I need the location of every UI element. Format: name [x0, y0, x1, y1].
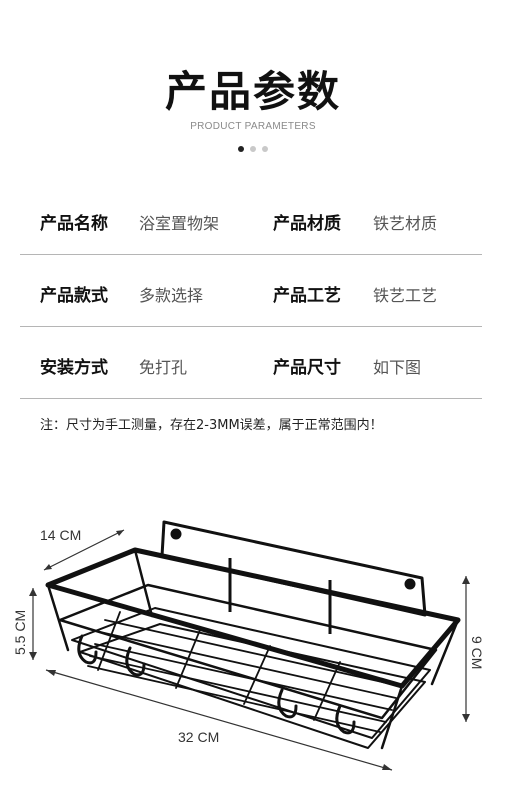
row-divider — [20, 254, 482, 255]
dot — [262, 146, 268, 152]
param-value: 铁艺材质 — [373, 214, 438, 233]
param-label: 产品尺寸 — [273, 358, 341, 378]
dot — [250, 146, 256, 152]
param-label: 产品工艺 — [273, 286, 341, 306]
page-subtitle: PRODUCT PARAMETERS — [190, 121, 316, 132]
param-value: 多款选择 — [139, 286, 204, 305]
dimension-back-height-label: 9 CM — [469, 636, 485, 669]
pagination-dots — [0, 146, 506, 152]
param-label: 产品名称 — [40, 214, 108, 234]
param-label: 产品材质 — [273, 214, 341, 234]
param-row: 产品款式 多款选择 产品工艺 铁艺工艺 — [20, 255, 482, 327]
dimension-front-height-label: 5.5 CM — [12, 610, 28, 655]
param-label: 产品款式 — [40, 286, 108, 306]
shelf-product-illustration: 14 CM 5.5 CM 32 CM 9 CM — [12, 520, 485, 771]
dimension-depth: 14 CM — [40, 527, 125, 571]
dimension-depth-label: 14 CM — [40, 527, 81, 543]
param-value: 如下图 — [373, 358, 422, 377]
dimension-length: 32 CM — [45, 669, 393, 771]
dimension-front-height: 5.5 CM — [12, 588, 37, 660]
row-divider — [20, 326, 482, 327]
measurement-note: 注：尺寸为手工测量，存在2-3MM误差，属于正常范围内！ — [40, 418, 383, 433]
dimension-length-label: 32 CM — [178, 729, 219, 745]
dimension-back-height: 9 CM — [462, 576, 485, 722]
param-row: 安装方式 免打孔 产品尺寸 如下图 — [20, 327, 482, 399]
param-value: 浴室置物架 — [139, 214, 220, 233]
dot-active — [238, 146, 244, 152]
front-hooks — [77, 634, 356, 735]
param-label: 安装方式 — [40, 358, 108, 378]
param-value: 免打孔 — [139, 358, 188, 377]
wire-basket — [45, 547, 461, 750]
param-value: 铁艺工艺 — [373, 286, 438, 305]
page-title: 产品参数 — [164, 67, 341, 116]
row-divider — [20, 398, 482, 399]
param-row: 产品名称 浴室置物架 产品材质 铁艺材质 — [20, 183, 482, 255]
